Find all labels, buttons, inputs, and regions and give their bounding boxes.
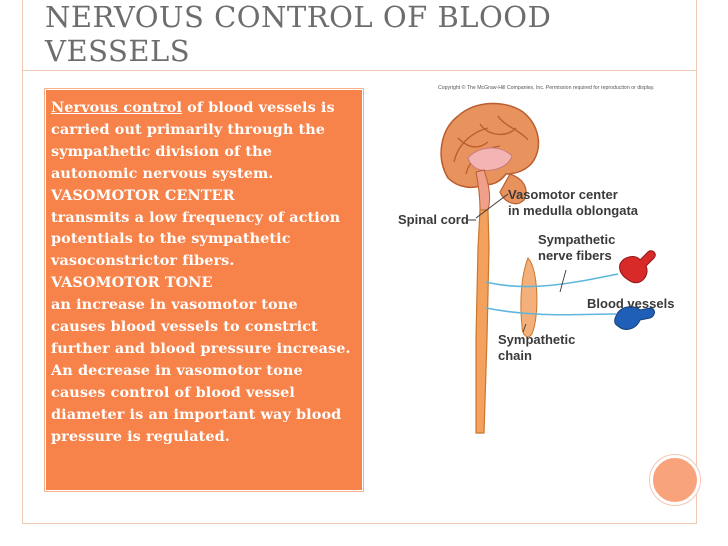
slide-title: NERVOUS CONTROL OF BLOOD VESSELS [45,0,552,68]
decorative-circle [649,454,701,506]
heading-vasomotor-center: VASOMOTOR CENTER [51,186,235,204]
label-sympathetic-fibers-line1: Sympathetic [538,232,615,247]
vein-shape [614,306,655,330]
heading-vasomotor-tone: VASOMOTOR TONE [51,274,213,292]
content-box: Nervous control of blood vessels is carr… [44,88,364,492]
chain-pointer [522,323,527,333]
label-sympathetic-fibers-line2: nerve fibers [538,248,612,263]
vasomotor-pointer [475,193,509,219]
paragraph-tone-increase: an increase in vasomotor tone causes blo… [51,296,351,357]
nerve-fiber-upper [485,273,619,288]
spinal-cord-shape [475,209,490,434]
paragraph-nervous-control: Nervous control of blood vessels is carr… [51,97,354,185]
paragraph-nervous-control-text: of blood vessels is carried out primaril… [51,99,335,182]
label-vasomotor-line1: Vasomotor center [508,187,618,202]
title-divider [22,70,697,71]
brain-illustration [440,102,540,211]
paragraph-tone-decrease: An decrease in vasomotor tone causes con… [51,361,342,445]
copyright-notice: Copyright © The McGraw-Hill Companies, I… [438,84,654,91]
paragraph-vasomotor-center: transmits a low frequency of action pote… [51,208,341,270]
label-vasomotor-line2: in medulla oblongata [508,203,639,218]
underlined-term: Nervous control [51,99,183,116]
label-blood-vessels: Blood vessels [587,296,674,311]
nerve-fiber-lower [485,307,617,316]
slide-frame [22,0,697,524]
label-spinal-cord: Spinal cord [398,212,469,227]
label-sympathetic-chain-line2: chain [498,348,532,363]
nervous-system-figure: Copyright © The McGraw-Hill Companies, I… [398,84,674,434]
sympathetic-chain-shape [520,257,538,338]
fiber-pointer [559,269,567,293]
artery-shape [619,250,656,284]
label-sympathetic-chain-line1: Sympathetic [498,332,575,347]
